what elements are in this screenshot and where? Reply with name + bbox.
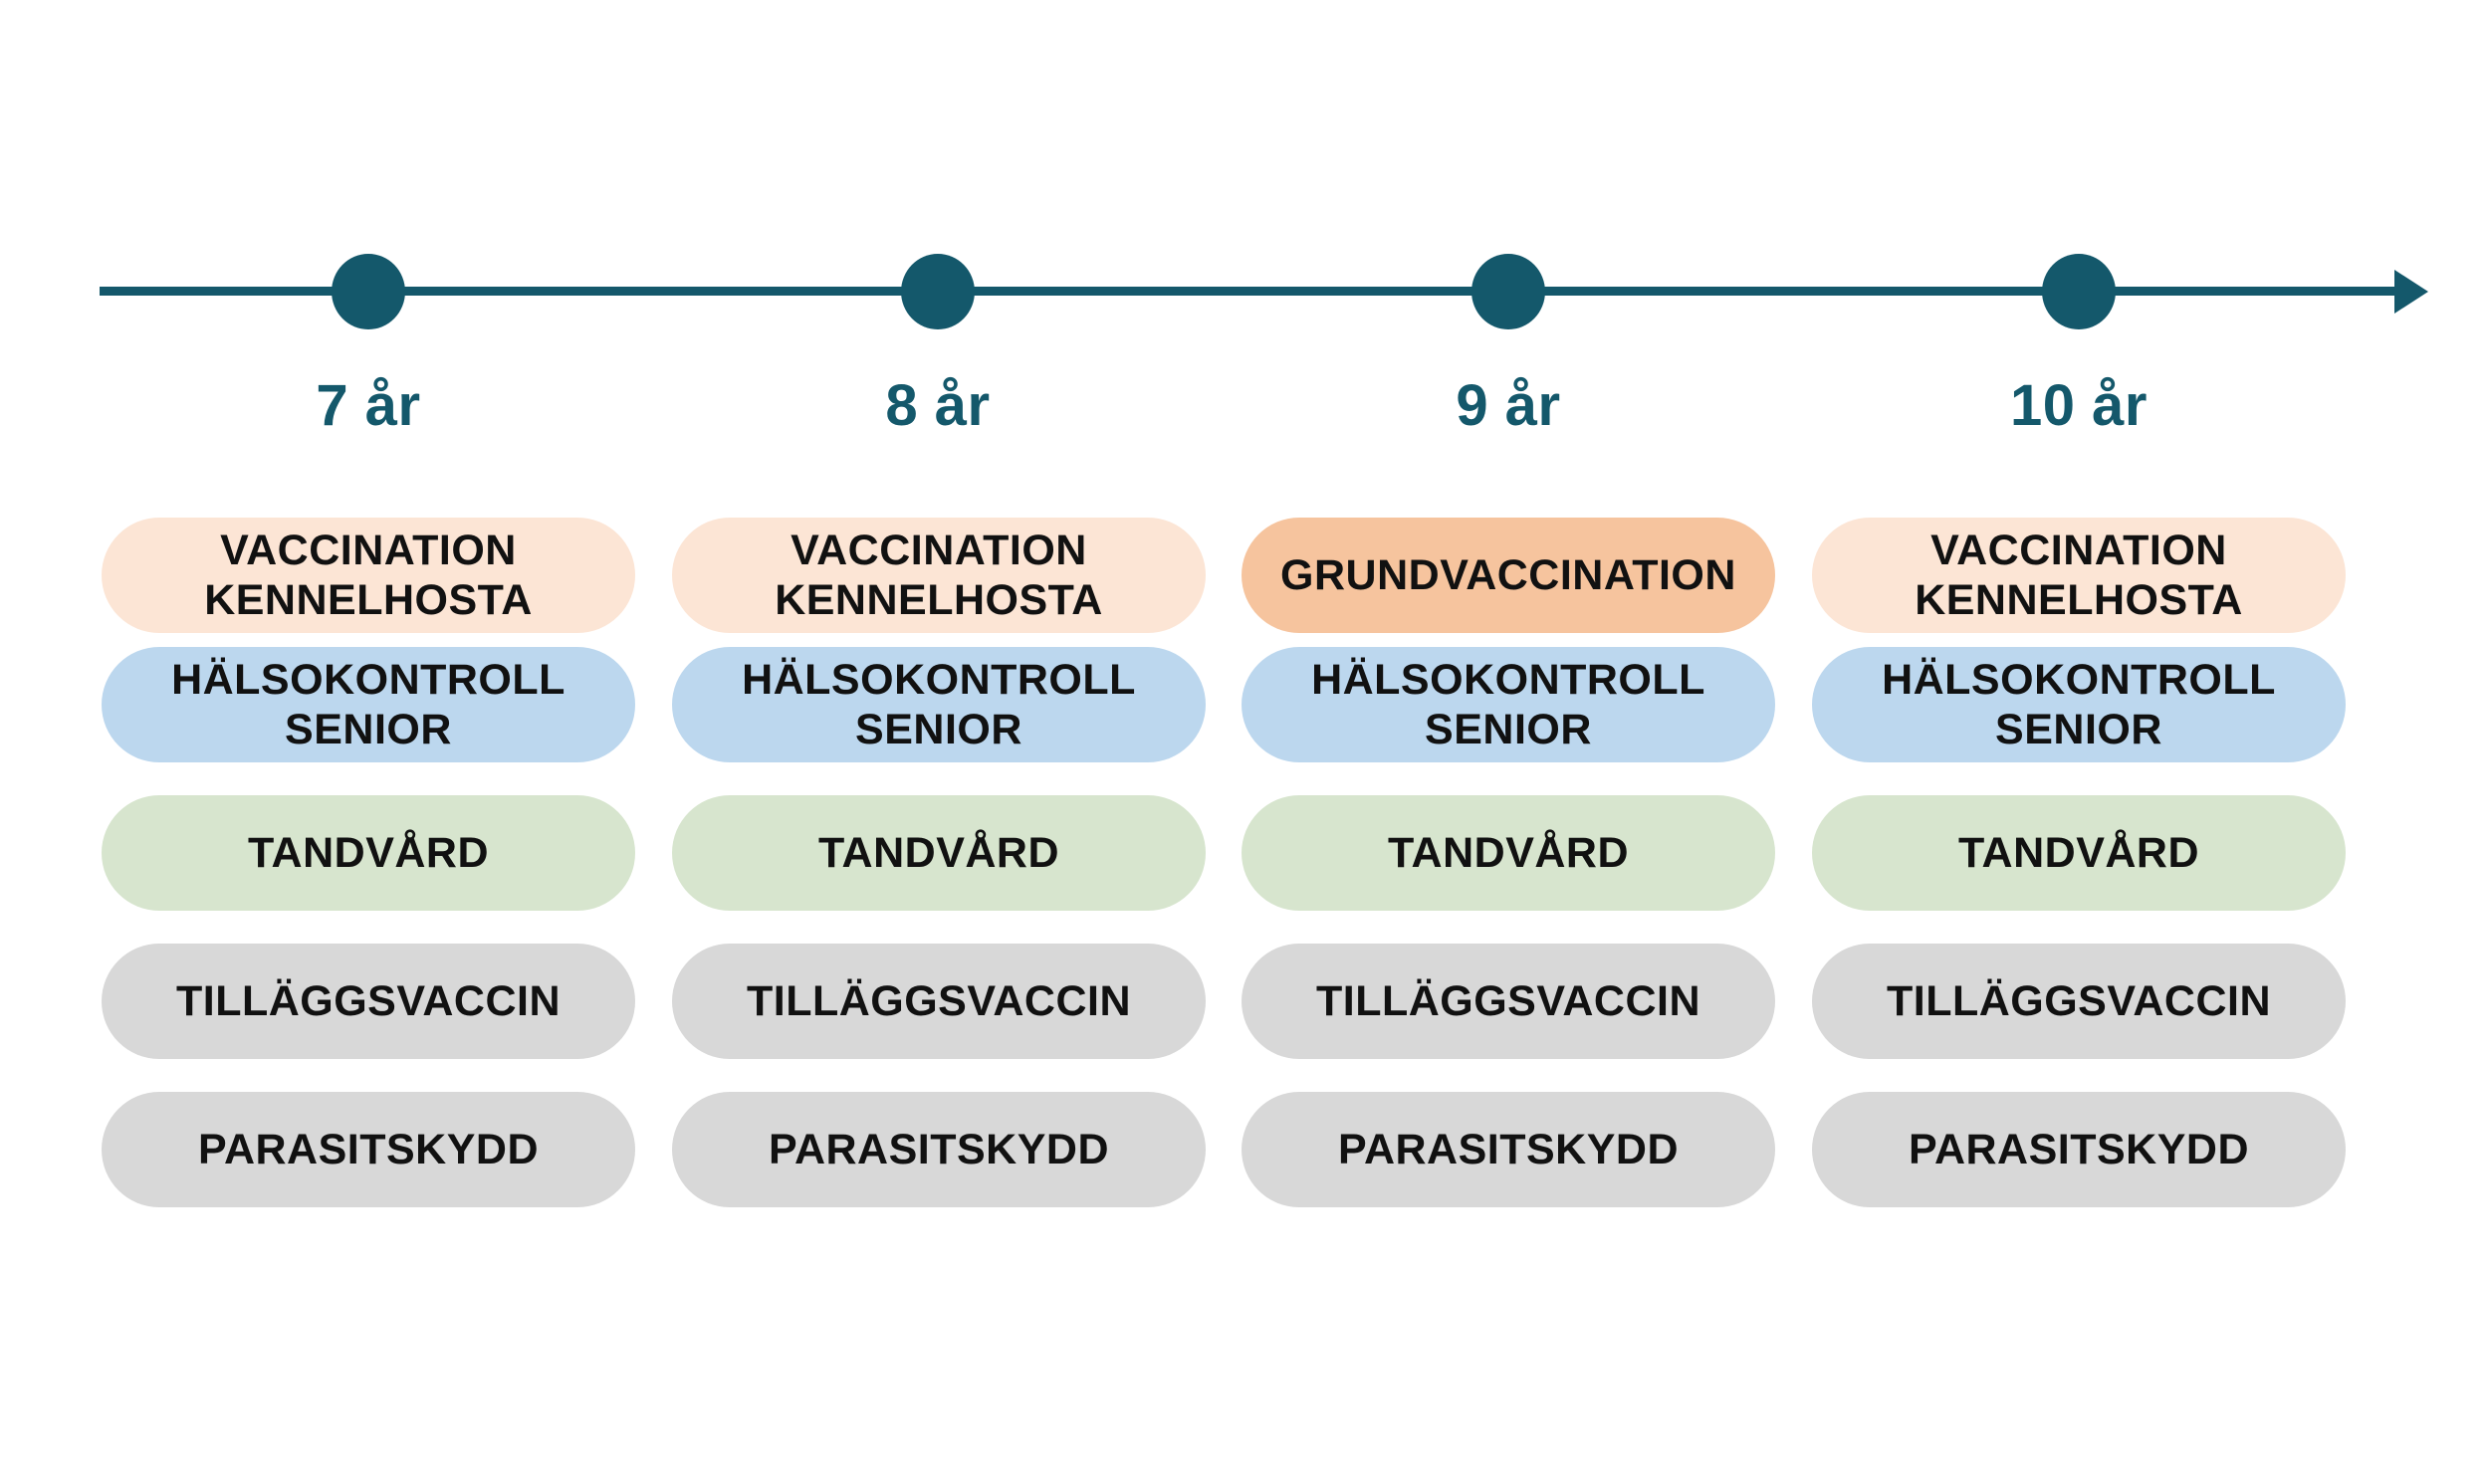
pill-halsokontroll-senior: HÄLSOKONTROLL SENIOR	[1242, 647, 1775, 762]
pill-parasitskydd: PARASITSKYDD	[1812, 1092, 2346, 1207]
timeline-dot-9	[1471, 254, 1545, 329]
pill-halsokontroll-senior: HÄLSOKONTROLL SENIOR	[102, 647, 635, 762]
timeline-dot-7	[332, 254, 405, 329]
pill-tandvard: TANDVÅRD	[1242, 795, 1775, 911]
age-label-9: 9 år	[1456, 373, 1561, 438]
pill-tandvard: TANDVÅRD	[102, 795, 635, 911]
pill-tandvard: TANDVÅRD	[672, 795, 1206, 911]
pill-grundvaccination: GRUNDVACCINATION	[1242, 518, 1775, 633]
pill-halsokontroll-senior: HÄLSOKONTROLL SENIOR	[672, 647, 1206, 762]
pill-parasitskydd: PARASITSKYDD	[672, 1092, 1206, 1207]
age-label-7: 7 år	[316, 373, 421, 438]
pill-halsokontroll-senior: HÄLSOKONTROLL SENIOR	[1812, 647, 2346, 762]
pill-vaccination-kennelhosta: VACCINATION KENNELHOSTA	[1812, 518, 2346, 633]
pill-tillaggsvaccin: TILLÄGGSVACCIN	[1242, 944, 1775, 1059]
arrow-right-icon	[2394, 270, 2428, 314]
pill-vaccination-kennelhosta: VACCINATION KENNELHOSTA	[102, 518, 635, 633]
pill-vaccination-kennelhosta: VACCINATION KENNELHOSTA	[672, 518, 1206, 633]
age-label-8: 8 år	[885, 373, 991, 438]
pill-tillaggsvaccin: TILLÄGGSVACCIN	[102, 944, 635, 1059]
age-label-10: 10 år	[2010, 373, 2148, 438]
pill-parasitskydd: PARASITSKYDD	[102, 1092, 635, 1207]
pill-tillaggsvaccin: TILLÄGGSVACCIN	[672, 944, 1206, 1059]
timeline-line	[100, 287, 2399, 296]
timeline-dot-10	[2042, 254, 2116, 329]
pill-tandvard: TANDVÅRD	[1812, 795, 2346, 911]
pill-tillaggsvaccin: TILLÄGGSVACCIN	[1812, 944, 2346, 1059]
timeline-dot-8	[901, 254, 975, 329]
pill-parasitskydd: PARASITSKYDD	[1242, 1092, 1775, 1207]
